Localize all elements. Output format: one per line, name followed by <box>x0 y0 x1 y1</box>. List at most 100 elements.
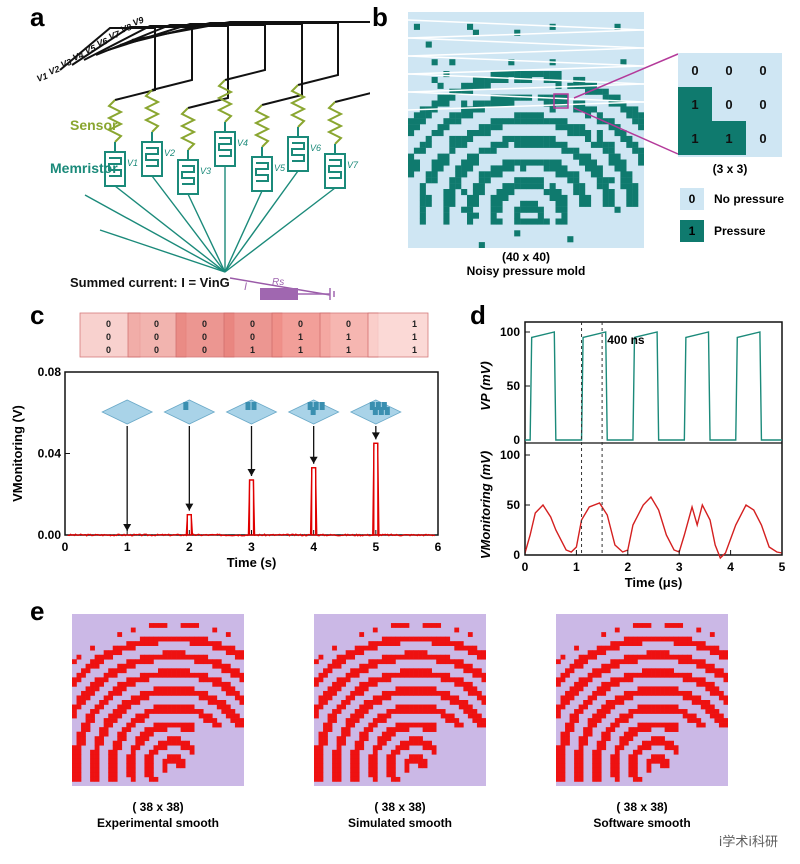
sum-line <box>114 185 226 273</box>
fingerprint-pixel <box>660 709 665 714</box>
pressure-cell <box>467 159 474 166</box>
fingerprint-pixel <box>458 663 464 669</box>
fingerprint-pixel <box>230 668 236 674</box>
fingerprint-pixel <box>81 700 86 705</box>
fingerprint-pixel <box>162 727 168 732</box>
fingerprint-pixel <box>440 713 446 719</box>
fingerprint-pixel <box>472 668 478 674</box>
pressure-cell <box>585 153 592 160</box>
fingerprint-pixel <box>610 754 616 760</box>
fingerprint-pixel <box>180 686 186 692</box>
panel-label-b: b <box>372 2 388 32</box>
fingerprint-pixel <box>377 713 383 719</box>
fingerprint-pixel <box>395 623 401 628</box>
fingerprint-pixel <box>332 767 337 773</box>
fingerprint-pixel <box>574 659 579 665</box>
pressure-cell <box>537 212 544 219</box>
fingerprint-pixel <box>623 718 629 723</box>
fingerprint-pixel <box>664 722 670 728</box>
fingerprint-pixel <box>696 641 702 646</box>
fingerprint-pixel <box>108 695 114 701</box>
pressure-cell <box>408 165 415 172</box>
fingerprint-pixel <box>409 704 414 710</box>
fingerprint-pixel <box>400 654 405 660</box>
fingerprint-pixel <box>583 700 588 705</box>
fingerprint-pixel <box>691 718 697 723</box>
fingerprint-pixel <box>117 713 123 719</box>
fingerprint-pixel <box>696 722 702 728</box>
fingerprint-pixel <box>139 695 145 701</box>
pressure-cell <box>455 88 462 95</box>
fingerprint-pixel <box>390 758 396 764</box>
fingerprint-pixel <box>167 690 172 696</box>
input-voltage-label: V8 <box>119 22 133 35</box>
fingerprint-pixel <box>610 722 616 728</box>
fingerprint-pixel <box>112 776 118 782</box>
fingerprint-pixel <box>126 758 132 764</box>
fingerprint-pixel <box>723 722 729 728</box>
fingerprint-pixel <box>332 772 337 778</box>
fingerprint-pixel <box>144 736 150 742</box>
fingerprint-pixel <box>72 758 77 764</box>
fingerprint-pixel <box>404 763 410 769</box>
fingerprint-pixel <box>130 677 136 683</box>
fingerprint-pixel <box>99 654 104 660</box>
pressure-cell <box>490 200 497 207</box>
fingerprint-pixel <box>574 663 579 669</box>
pressure-cell <box>526 71 533 78</box>
pressure-cell <box>467 135 474 142</box>
fingerprint-pixel <box>637 672 643 678</box>
fingerprint-pixel <box>318 767 324 773</box>
fingerprint-pixel <box>372 695 378 701</box>
fingerprint-pixel <box>176 690 181 696</box>
fingerprint-pixel <box>556 749 561 755</box>
fingerprint-pixel <box>176 686 181 692</box>
pressure-cell <box>602 88 609 95</box>
fingerprint-pixel <box>126 763 132 769</box>
fingerprint-pixel <box>596 763 602 769</box>
fingerprint-pixel <box>445 659 451 665</box>
fingerprint-pixel <box>72 704 77 710</box>
pressure-cell <box>443 100 450 107</box>
fingerprint-pixel <box>153 672 159 678</box>
fingerprint-pixel <box>368 722 374 728</box>
fingerprint-pixel <box>454 659 460 665</box>
pressure-cell <box>549 189 556 196</box>
fingerprint-pixel <box>651 686 656 692</box>
pressure-cell <box>567 130 574 137</box>
fingerprint-pixel <box>678 641 684 646</box>
input-voltage-label: V9 <box>131 15 145 28</box>
fingerprint-pixel <box>372 677 378 683</box>
panel-label-d: d <box>470 300 486 330</box>
fingerprint-pixel <box>592 749 598 755</box>
fingerprint-pixel <box>687 690 693 696</box>
fingerprint-pixel <box>203 690 209 696</box>
fingerprint-pixel <box>167 650 172 656</box>
fingerprint-pixel <box>682 636 688 642</box>
fingerprint-pixel <box>714 645 720 651</box>
fingerprint-pixel <box>454 695 460 701</box>
fingerprint-pixel <box>422 763 428 769</box>
fingerprint-pixel <box>207 659 213 665</box>
fingerprint-pixel <box>583 736 588 742</box>
fingerprint-pixel <box>85 727 91 732</box>
fingerprint-pixel <box>368 645 374 651</box>
pressure-cell <box>419 200 426 207</box>
fingerprint-pixel <box>481 695 487 701</box>
fingerprint-pixel <box>596 645 602 651</box>
pressure-cell <box>461 189 468 196</box>
fingerprint-pixel <box>718 654 724 660</box>
fingerprint-pixel <box>556 754 561 760</box>
fingerprint-pixel <box>185 722 190 728</box>
fingerprint-pixel <box>560 677 566 683</box>
fingerprint-pixel <box>390 659 396 665</box>
fingerprint-pixel <box>409 754 414 760</box>
fingerprint-pixel <box>130 745 136 751</box>
fingerprint-pixel <box>76 772 82 778</box>
pressure-cell <box>543 100 550 107</box>
fingerprint-pixel <box>669 654 674 660</box>
pressure-cell <box>496 118 503 125</box>
pressure-cell <box>496 94 503 101</box>
fingerprint-pixel <box>623 672 629 678</box>
pressure-cell <box>573 177 580 184</box>
